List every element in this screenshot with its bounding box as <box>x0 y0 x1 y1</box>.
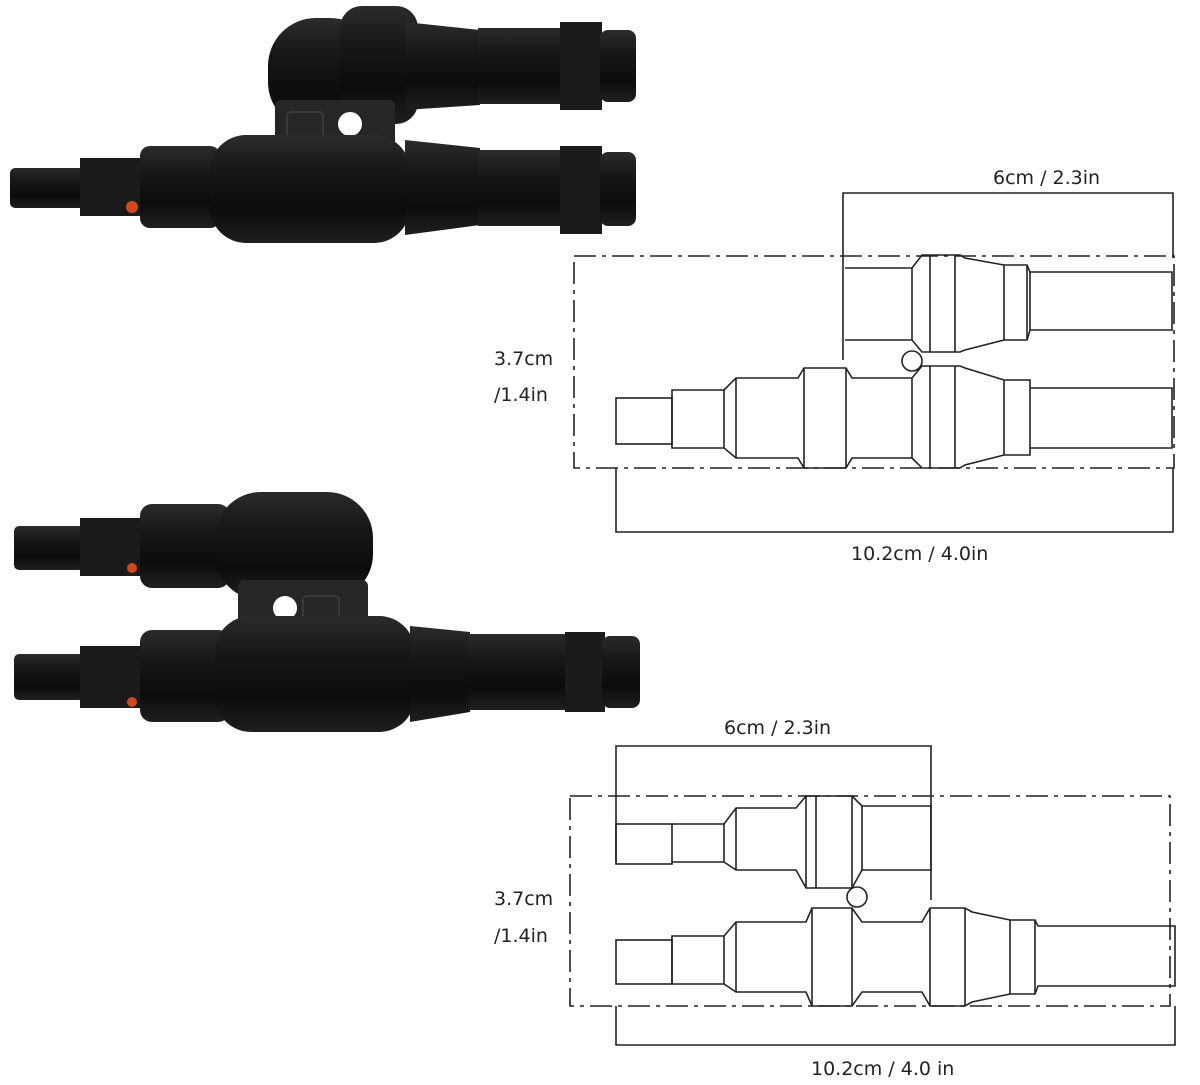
dimension-drawing-bottom <box>569 745 1176 1046</box>
dimension-drawing-top <box>573 192 1175 533</box>
bottom-width-label: 6cm / 2.3in <box>724 717 832 739</box>
top-height-label-in: /1.4in <box>494 384 548 406</box>
branch-connector-photo-top <box>10 6 636 243</box>
bottom-height-label-cm: 3.7cm <box>494 888 554 910</box>
branch-connector-photo-bottom <box>14 492 640 732</box>
top-width-label: 6cm / 2.3in <box>993 167 1101 189</box>
top-height-label-cm: 3.7cm <box>494 348 554 370</box>
top-length-label: 10.2cm / 4.0in <box>851 543 989 565</box>
bottom-length-label: 10.2cm / 4.0 in <box>811 1058 955 1080</box>
bottom-height-label-in: /1.4in <box>494 925 548 947</box>
